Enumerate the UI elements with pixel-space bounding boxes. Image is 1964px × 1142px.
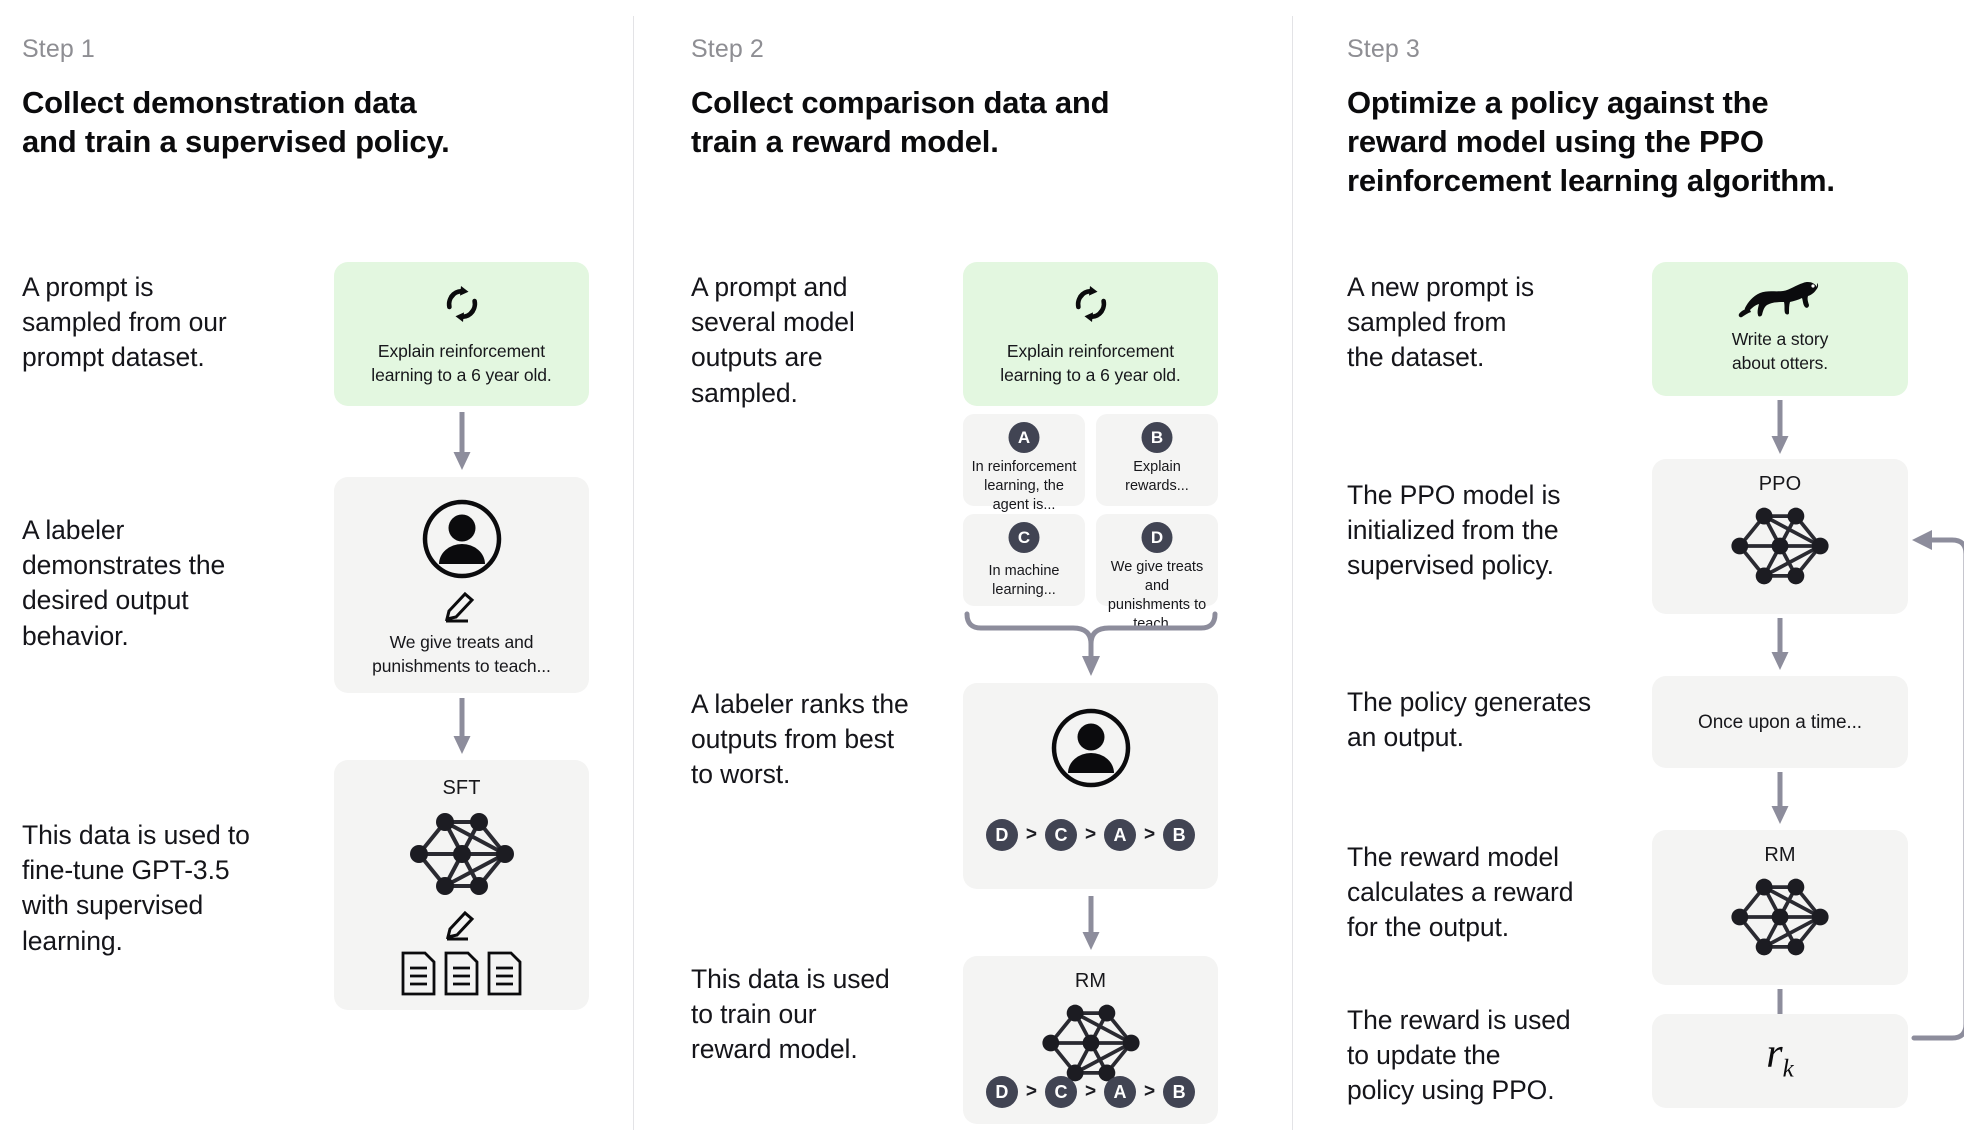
output-badge-d: D [1141,522,1173,553]
ppo-card-label: PPO [1758,473,1802,495]
arrow-down-2-2 [1080,896,1102,957]
rank-badge-2: C [1044,819,1077,851]
prompt-card-text-step1: Explain reinforcement learning to a 6 ye… [371,341,552,385]
column-step-2: Step 2 Collect comparison data and train… [633,0,1292,1142]
caption-3-2: The PPO model is initialized from the su… [1347,480,1561,581]
column-divider-2 [1292,16,1293,1130]
arrow-down-3-1 [1769,400,1791,461]
ppo-card-step3[interactable]: PPO [1652,459,1908,614]
feedback-loop-arrow [1900,516,1964,1081]
caption-2-1: A prompt and several model outputs are s… [691,272,855,408]
arrow-down-3-3 [1769,772,1791,831]
brace-merge-arrow-step2 [963,608,1219,683]
output-card-c[interactable]: C In machine learning... [963,514,1085,606]
rank-separator: > [1025,824,1037,845]
rank-badge-1: D [985,819,1018,851]
caption-3-1: A new prompt is sampled from the dataset… [1347,272,1535,373]
caption-1-2: A labeler demonstrates the desired outpu… [22,515,226,651]
otter-icon [1737,274,1823,323]
prompt-card-text-step3: Write a story about otters. [1731,329,1829,373]
column-step-3: Step 3 Optimize a policy against the rew… [1292,0,1964,1142]
caption-3-4: The reward model calculates a reward for… [1347,842,1574,943]
output-badge-a: A [1008,422,1040,453]
caption-2-3: This data is used to train our reward mo… [691,964,890,1065]
output-card-b[interactable]: B Explain rewards... [1096,414,1218,506]
step-title-1: Collect demonstration data and train a s… [22,85,450,160]
pencil-icon-step1-sft [444,908,480,946]
arrow-down-1-1 [451,412,473,477]
ranking-row-labeler: D > C > A > B [963,819,1218,851]
rank-separator: > [1084,824,1097,845]
labeler-card-step1[interactable]: We give treats and punishments to teach.… [334,477,589,693]
rm-card-label-step2: RM [1074,970,1107,992]
output-card-a[interactable]: A In reinforcement learning, the agent i… [963,414,1085,513]
output-text-c: In machine learning... [988,563,1060,599]
rank-badge-3: A [1104,1076,1137,1108]
rank-separator: > [1025,1081,1037,1102]
reward-symbol: r [1766,1031,1783,1077]
output-badge-c: C [1008,522,1040,553]
refresh-cycle-icon [440,282,484,331]
output-card-step3[interactable]: Once upon a time... [1652,676,1908,768]
rank-badge-4: B [1163,1076,1196,1108]
caption-1-1: A prompt is sampled from our prompt data… [22,272,227,373]
neural-network-icon [1035,1000,1147,1091]
caption-2-2: A labeler ranks the outputs from best to… [691,689,909,790]
neural-network-icon [1724,874,1836,965]
output-badge-b: B [1141,422,1173,453]
rank-separator: > [1144,1081,1156,1102]
document-icons-group [400,950,524,1003]
sft-card-label: SFT [442,777,481,799]
prompt-card-step3[interactable]: Write a story about otters. [1652,262,1908,396]
step-title-3: Optimize a policy against the reward mod… [1347,85,1835,199]
sft-card-step1[interactable]: SFT [334,760,589,1010]
caption-1-3: This data is used to fine-tune GPT-3.5 w… [22,820,250,956]
arrow-down-1-2 [451,698,473,761]
output-text-d: We give treats and punishments to teach.… [1107,559,1207,633]
ranking-row-rm: D > C > A > B [963,1076,1218,1108]
rm-card-label-step3: RM [1764,844,1796,866]
caption-3-5: The reward is used to update the policy … [1347,1005,1571,1106]
prompt-card-step1[interactable]: Explain reinforcement learning to a 6 ye… [334,262,589,406]
prompt-card-text-step2: Explain reinforcement learning to a 6 ye… [1000,341,1181,385]
output-card-text-step3: Once upon a time... [1698,712,1862,733]
rank-separator: > [1084,1081,1097,1102]
caption-3-3: The policy generates an output. [1347,687,1592,753]
rm-card-step3[interactable]: RM [1652,830,1908,985]
refresh-cycle-icon [1069,282,1113,331]
output-text-b: Explain rewards... [1125,459,1189,495]
pencil-icon-step1-labeler [443,589,481,628]
step-kicker-2: Step 2 [691,35,764,63]
output-card-d[interactable]: D We give treats and punishments to teac… [1096,514,1218,632]
labeler-person-icon [421,498,503,585]
reward-value: rk [1652,1030,1908,1083]
arrow-down-3-2 [1769,618,1791,677]
neural-network-icon [1724,503,1836,594]
reward-subscript: k [1782,1055,1794,1083]
step-title-2: Collect comparison data and train a rewa… [691,85,1110,160]
reward-card-step3[interactable]: rk [1652,1014,1908,1108]
rank-badge-4: B [1163,819,1196,851]
neural-network-icon [403,808,521,905]
rank-badge-3: A [1104,819,1137,851]
rm-card-step2[interactable]: RM [963,956,1218,1124]
labeler-person-icon [1050,707,1132,794]
rank-badge-1: D [985,1076,1018,1108]
column-divider-1 [633,16,634,1130]
labeler-card-text-step1: We give treats and punishments to teach.… [372,632,551,676]
step-kicker-1: Step 1 [22,35,95,63]
rank-separator: > [1144,824,1156,845]
column-step-1: Step 1 Collect demonstration data and tr… [0,0,633,1142]
prompt-card-step2[interactable]: Explain reinforcement learning to a 6 ye… [963,262,1218,406]
step-kicker-3: Step 3 [1347,35,1420,63]
rank-badge-2: C [1044,1076,1077,1108]
output-text-a: In reinforcement learning, the agent is.… [971,459,1077,514]
labeler-rank-card-step2[interactable]: D > C > A > B [963,683,1218,889]
